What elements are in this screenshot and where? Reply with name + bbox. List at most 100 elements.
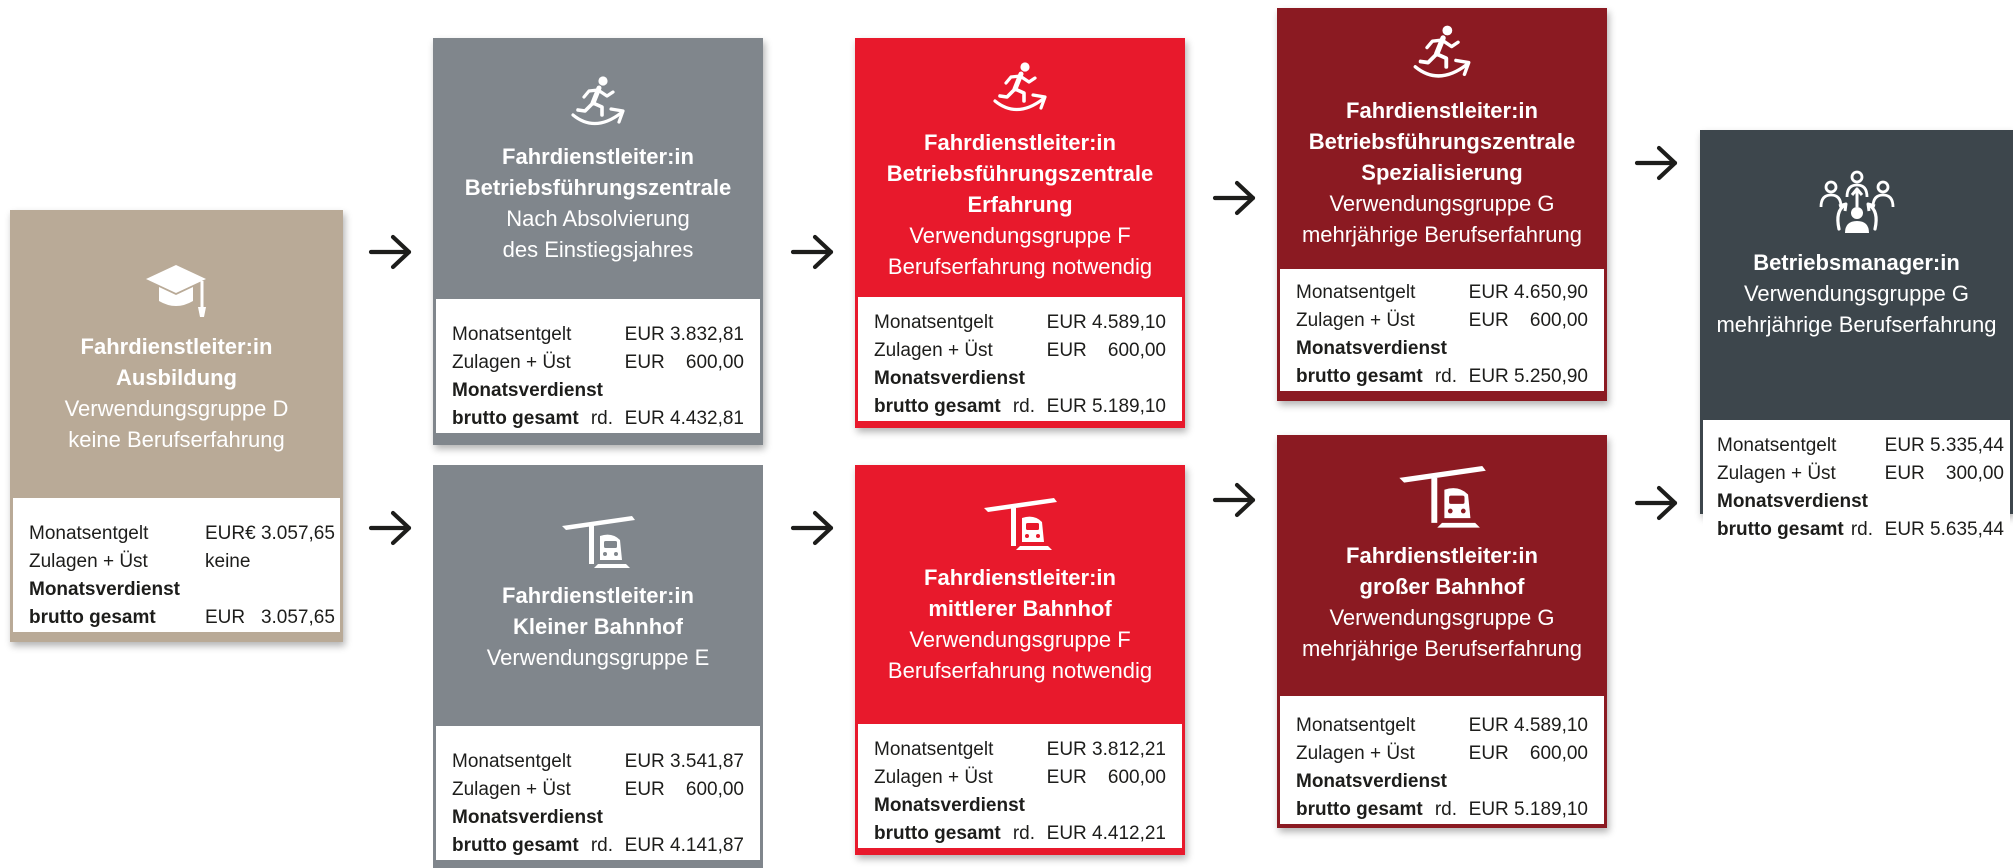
salary-label: brutto gesamt <box>29 607 156 628</box>
card-subtitle: Nach Absolvierung <box>506 206 690 231</box>
salary-label: Zulagen + Üst <box>874 767 993 788</box>
arrow-right-icon <box>368 508 414 548</box>
card-header: Fahrdienstleiter:in Betriebsführungszent… <box>858 41 1182 297</box>
salary-table: Monatsentgelt EUR 4.589,10 Zulagen + Üst… <box>858 297 1182 421</box>
salary-value: EUR 4.650,90 <box>1468 282 1588 303</box>
salary-table: Monatsentgelt EUR€ 3.057,65 Zulagen + Üs… <box>13 498 340 632</box>
salary-row: Monatsverdienst <box>1296 768 1588 796</box>
card-subtitle: Verwendungsgruppe F <box>909 627 1131 652</box>
salary-row: Monatsverdienst <box>452 377 744 405</box>
card-title: Betriebsführungszentrale <box>464 175 732 200</box>
card-subtitle: Verwendungsgruppe D <box>64 396 289 421</box>
running-person-icon <box>569 75 627 131</box>
salary-row: Zulagen + Üst EUR 600,00 <box>452 349 744 377</box>
salary-row: Monatsentgelt EUR 4.589,10 <box>1296 712 1588 740</box>
salary-value: EUR€ 3.057,65 <box>205 523 335 544</box>
card-subtitle: des Einstiegsjahres <box>502 237 694 262</box>
salary-row: Monatsentgelt EUR 4.650,90 <box>1296 279 1588 307</box>
salary-row: brutto gesamt rd. EUR 5.250,90 <box>1296 363 1588 391</box>
salary-row: brutto gesamt rd. EUR 4.412,21 <box>874 820 1166 848</box>
card-subtitle: keine Berufserfahrung <box>68 427 285 452</box>
card-header: Fahrdienstleiter:in Ausbildung Verwendun… <box>13 213 340 498</box>
rounded-marker: rd. <box>1850 519 1873 540</box>
card-title: Fahrdienstleiter:in <box>80 334 273 359</box>
card-header: Fahrdienstleiter:in Betriebsführungszent… <box>436 41 760 299</box>
card-bfz-einstieg: Fahrdienstleiter:in Betriebsführungszent… <box>433 38 763 445</box>
salary-label: Monatsverdienst <box>1296 338 1447 359</box>
salary-row: brutto gesamt rd. EUR 5.635,44 <box>1717 516 2004 544</box>
salary-row: brutto gesamt rd. EUR 5.189,10 <box>1296 796 1588 824</box>
salary-label: Monatsverdienst <box>452 380 603 401</box>
salary-row: Monatsentgelt EUR 5.335,44 <box>1717 432 2004 460</box>
salary-label: brutto gesamt <box>452 408 579 429</box>
salary-label: Zulagen + Üst <box>452 779 571 800</box>
salary-label: Monatsentgelt <box>452 324 572 345</box>
salary-row: Monatsentgelt EUR€ 3.057,65 <box>29 520 335 548</box>
card-subtitle: mehrjährige Berufserfahrung <box>1301 222 1583 247</box>
card-betriebsmanager: Betriebsmanager:in Verwendungsgruppe G m… <box>1700 130 2013 544</box>
salary-row: Zulagen + Üst EUR 600,00 <box>452 776 744 804</box>
card-header: Fahrdienstleiter:in mittlerer Bahnhof Ve… <box>858 468 1182 724</box>
salary-row: Monatsverdienst <box>1296 335 1588 363</box>
card-subtitle: Berufserfahrung notwendig <box>887 658 1153 683</box>
card-title: Betriebsmanager:in <box>1753 250 1960 275</box>
card-subtitle: Verwendungsgruppe G <box>1329 191 1555 216</box>
salary-value: EUR 600,00 <box>1468 310 1588 331</box>
card-kleiner-bahnhof: Fahrdienstleiter:in Kleiner Bahnhof Verw… <box>433 465 763 868</box>
salary-label: Monatsverdienst <box>1717 491 1868 512</box>
salary-row: brutto gesamt rd. EUR 4.141,87 <box>452 832 744 860</box>
salary-value: EUR 600,00 <box>1046 340 1166 361</box>
card-title: Spezialisierung <box>1361 160 1523 185</box>
card-subtitle: Verwendungsgruppe G <box>1329 605 1555 630</box>
card-title: Fahrdienstleiter:in <box>1346 543 1538 568</box>
running-person-icon <box>1411 23 1473 85</box>
salary-label: Monatsentgelt <box>29 523 149 544</box>
salary-table: Monatsentgelt EUR 3.541,87 Zulagen + Üst… <box>436 726 760 860</box>
salary-value: EUR 600,00 <box>624 779 744 800</box>
salary-table: Monatsentgelt EUR 4.650,90 Zulagen + Üst… <box>1280 269 1604 391</box>
salary-value: EUR 3.812,21 <box>1046 739 1166 760</box>
salary-value: EUR 3.541,87 <box>624 751 744 772</box>
salary-table: Monatsentgelt EUR 3.812,21 Zulagen + Üst… <box>858 724 1182 848</box>
salary-value: EUR 5.335,44 <box>1884 435 2004 456</box>
card-subtitle: Verwendungsgruppe G <box>1743 281 1970 306</box>
card-title: Fahrdienstleiter:in <box>924 130 1116 155</box>
card-subtitle: Verwendungsgruppe F <box>909 223 1131 248</box>
salary-label: Zulagen + Üst <box>874 340 993 361</box>
salary-label: brutto gesamt <box>1296 366 1423 387</box>
salary-row: Zulagen + Üst keine <box>29 548 324 576</box>
train-station-icon <box>984 498 1057 550</box>
salary-row: Zulagen + Üst EUR 600,00 <box>874 764 1166 792</box>
salary-label: Zulagen + Üst <box>1296 310 1415 331</box>
train-station-icon <box>1399 466 1486 528</box>
salary-row: Monatsverdienst <box>874 792 1166 820</box>
salary-row: Zulagen + Üst EUR 300,00 <box>1717 460 2004 488</box>
salary-row: Monatsentgelt EUR 3.812,21 <box>874 736 1166 764</box>
salary-label: Monatsverdienst <box>1296 771 1447 792</box>
salary-row: Zulagen + Üst EUR 600,00 <box>1296 307 1588 335</box>
team-manager-icon <box>1818 170 1895 235</box>
salary-row: Monatsverdienst <box>29 576 324 604</box>
salary-total: EUR 4.432,81 <box>624 408 744 429</box>
salary-total: EUR 5.189,10 <box>1468 799 1588 820</box>
salary-value: EUR 4.589,10 <box>1468 715 1588 736</box>
salary-row: Monatsverdienst <box>452 804 744 832</box>
arrow-right-icon <box>1634 143 1680 183</box>
salary-label: Monatsentgelt <box>874 739 994 760</box>
salary-value: EUR 3.832,81 <box>624 324 744 345</box>
salary-total: EUR 5.635,44 <box>1884 519 2004 540</box>
rounded-marker: rd. <box>1434 799 1457 820</box>
arrow-right-icon <box>368 232 414 272</box>
salary-total: EUR 4.141,87 <box>624 835 744 856</box>
card-ausbildung: Fahrdienstleiter:in Ausbildung Verwendun… <box>10 210 343 642</box>
salary-total: EUR 4.412,21 <box>1046 823 1166 844</box>
salary-label: Zulagen + Üst <box>452 352 571 373</box>
salary-row: Monatsentgelt EUR 3.832,81 <box>452 321 744 349</box>
card-title: Kleiner Bahnhof <box>513 614 683 639</box>
train-station-icon <box>562 516 635 568</box>
salary-row: Monatsentgelt EUR 3.541,87 <box>452 748 744 776</box>
salary-value: EUR 300,00 <box>1884 463 2004 484</box>
salary-label: Monatsentgelt <box>1717 435 1837 456</box>
arrow-right-icon <box>1212 480 1258 520</box>
rounded-marker: rd. <box>590 835 613 856</box>
